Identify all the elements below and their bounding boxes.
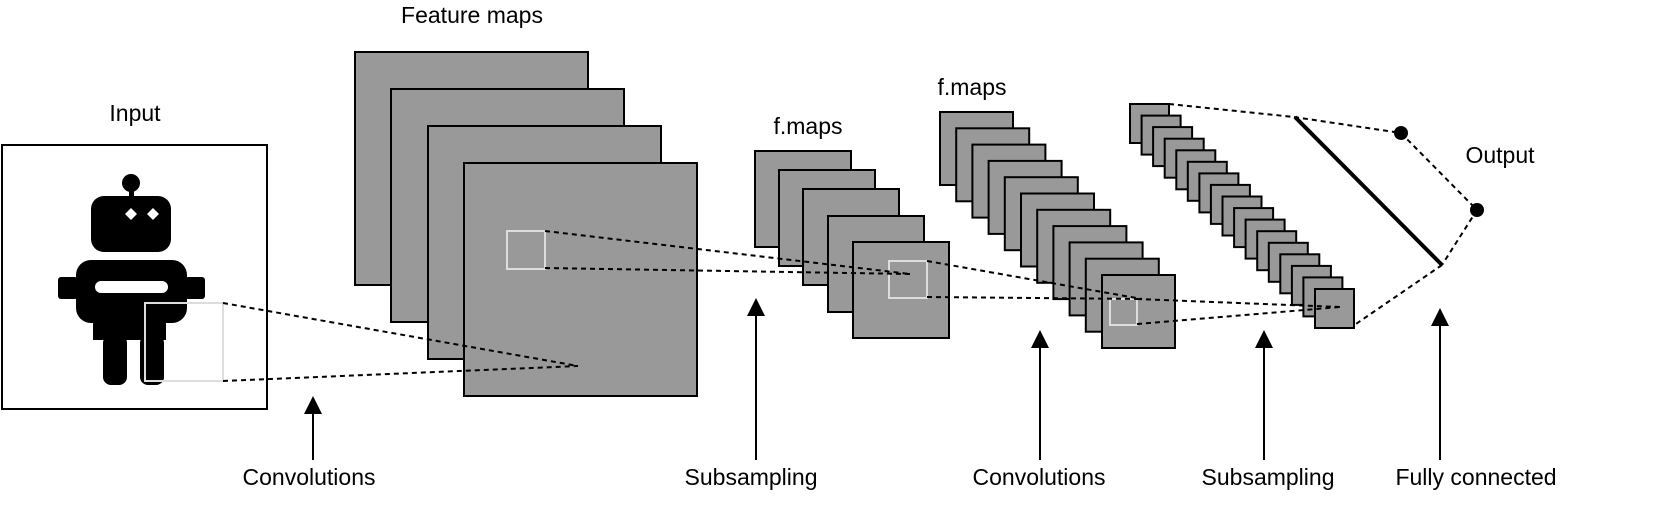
input-label: Input xyxy=(109,100,161,126)
stage-label-subsampling: Subsampling xyxy=(1202,464,1335,490)
up-arrow-icon xyxy=(1255,330,1273,460)
connection-line xyxy=(1136,298,1341,308)
feature-map xyxy=(1101,274,1176,349)
connection-line xyxy=(926,260,1143,300)
output-label: Output xyxy=(1465,142,1535,168)
connection-line xyxy=(544,230,911,275)
feature-map xyxy=(463,162,698,397)
up-arrow-icon xyxy=(1431,308,1449,460)
fmaps-1-label: f.maps xyxy=(773,113,842,139)
feature-map xyxy=(852,241,950,339)
up-arrow-icon xyxy=(1031,330,1049,460)
connection-line xyxy=(1168,103,1295,118)
up-arrow-icon xyxy=(304,396,322,460)
stage-label-subsampling: Subsampling xyxy=(685,464,818,490)
stage-arrows xyxy=(304,298,1449,460)
feature-maps-label: Feature maps xyxy=(401,2,543,28)
connection-line xyxy=(544,267,911,275)
stage-label-convolutions: Convolutions xyxy=(973,464,1106,490)
fully-connected-line xyxy=(1293,115,1444,267)
stage-label-fully-connected: Fully connected xyxy=(1395,464,1556,490)
fmaps-3-stack xyxy=(1129,103,1355,329)
output-node xyxy=(1470,203,1484,217)
stage-label-convolutions: Convolutions xyxy=(243,464,376,490)
connection-line xyxy=(1136,306,1341,325)
feature-map xyxy=(1314,288,1355,329)
fmaps-2-label: f.maps xyxy=(937,74,1006,100)
feature-maps-stack xyxy=(354,51,698,397)
fmaps-2-stack xyxy=(939,111,1176,349)
connection-line xyxy=(1352,264,1443,327)
connection-line xyxy=(1441,209,1478,266)
receptive-field-input xyxy=(144,302,224,382)
connection-line xyxy=(222,302,579,367)
up-arrow-icon xyxy=(747,298,765,460)
output-node xyxy=(1394,126,1408,140)
connection-line xyxy=(1400,132,1478,211)
connection-line xyxy=(1293,116,1402,134)
fmaps-1-stack xyxy=(754,150,950,339)
receptive-field-fmap-2 xyxy=(888,260,928,299)
connection-lines xyxy=(222,103,1478,382)
receptive-field-fmap-3 xyxy=(1109,298,1138,326)
receptive-field-fmap-1 xyxy=(506,230,546,270)
